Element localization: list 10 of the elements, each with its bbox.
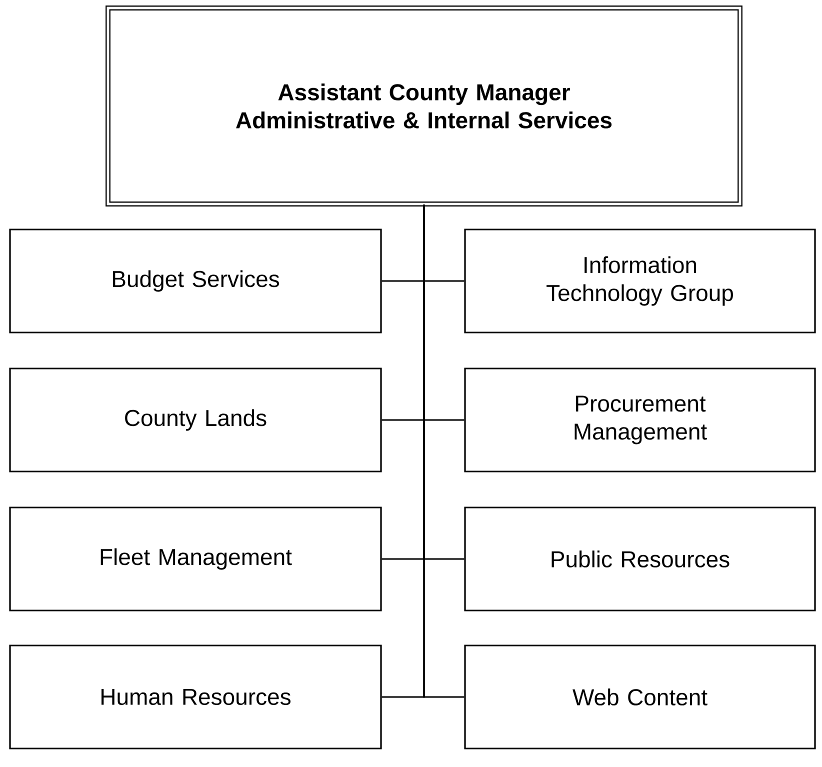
department-box: Information Technology Group bbox=[464, 228, 816, 334]
department-box: Human Resources bbox=[9, 644, 382, 750]
department-box: Fleet Management bbox=[9, 506, 382, 612]
department-box: Budget Services bbox=[9, 228, 382, 334]
department-box: County Lands bbox=[9, 368, 382, 472]
department-box: Web Content bbox=[464, 644, 816, 750]
connector-line bbox=[423, 204, 464, 698]
title-box: Assistant County Manager Administrative & Internal Services bbox=[106, 6, 742, 206]
department-box: Procurement Management bbox=[464, 368, 816, 472]
department-box: Public Resources bbox=[464, 506, 816, 612]
